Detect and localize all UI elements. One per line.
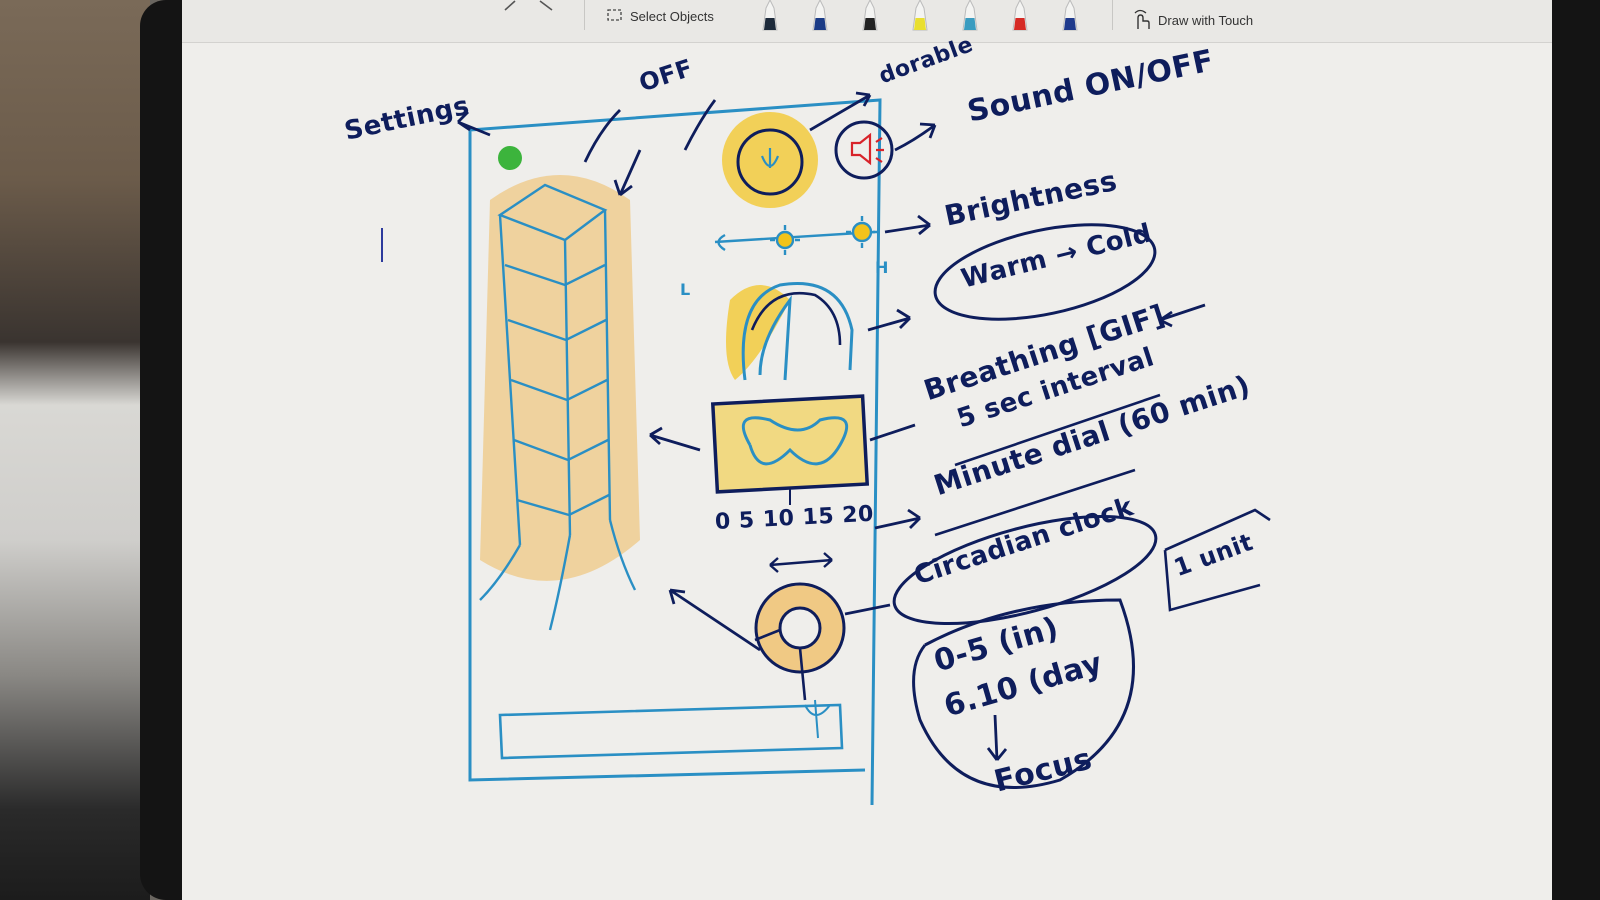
pen-red-icon[interactable] [1010, 0, 1030, 34]
circadian-dial-icon [754, 582, 846, 674]
select-objects-icon [607, 9, 622, 21]
infinity-icon [741, 416, 849, 466]
pen-black-icon[interactable] [760, 0, 780, 34]
bottom-bar-outline [498, 703, 844, 760]
high-label: H [875, 258, 889, 277]
tower-illustration [479, 183, 637, 631]
draw-with-touch-label: Draw with Touch [1158, 12, 1254, 28]
circadian-ellipse [892, 514, 1158, 626]
underline-strokes [934, 393, 1161, 537]
pen-black-2-icon[interactable] [860, 0, 880, 34]
pen-teal-icon[interactable] [960, 0, 980, 34]
drawing-toolbar: Select Objects Draw with Touch [182, 0, 1552, 43]
brightness-slider-icon [714, 216, 878, 255]
circadian-hands [754, 628, 807, 701]
warm-cold-arrow [750, 291, 842, 346]
power-button-icon [736, 128, 804, 196]
speaker-icon [850, 132, 884, 166]
select-objects-button[interactable]: Select Objects [606, 0, 714, 32]
double-arrow-icon [769, 552, 833, 573]
breathing-gif-box [710, 394, 870, 494]
pen-navy-icon[interactable] [1060, 0, 1080, 34]
annotation-arrows [457, 91, 1206, 761]
unit-box [1163, 508, 1271, 612]
warm-cold-ellipse [933, 223, 1157, 321]
low-label: L [680, 280, 691, 299]
touch-hand-icon [1134, 9, 1150, 29]
undo-redo-icon[interactable] [500, 0, 560, 12]
pen-dark-blue-icon[interactable] [810, 0, 830, 34]
range-loop [912, 598, 1135, 789]
tower-glow [480, 175, 640, 581]
warm-cold-dial-icon [741, 282, 854, 381]
toolbar-separator [1112, 0, 1113, 30]
phone-outline [468, 98, 882, 806]
plant-icon [804, 699, 831, 739]
desk-background [0, 0, 150, 900]
draw-with-touch-button[interactable]: Draw with Touch [1132, 4, 1253, 36]
settings-gear-icon [498, 146, 522, 170]
breathing-fill [712, 396, 868, 492]
select-objects-label: Select Objects [630, 8, 714, 24]
sound-button-icon [834, 120, 894, 180]
highlighter-yellow-icon[interactable] [910, 0, 930, 34]
circadian-dial-center [778, 606, 822, 650]
power-symbol-icon [760, 148, 780, 168]
toolbar-separator [584, 0, 585, 30]
